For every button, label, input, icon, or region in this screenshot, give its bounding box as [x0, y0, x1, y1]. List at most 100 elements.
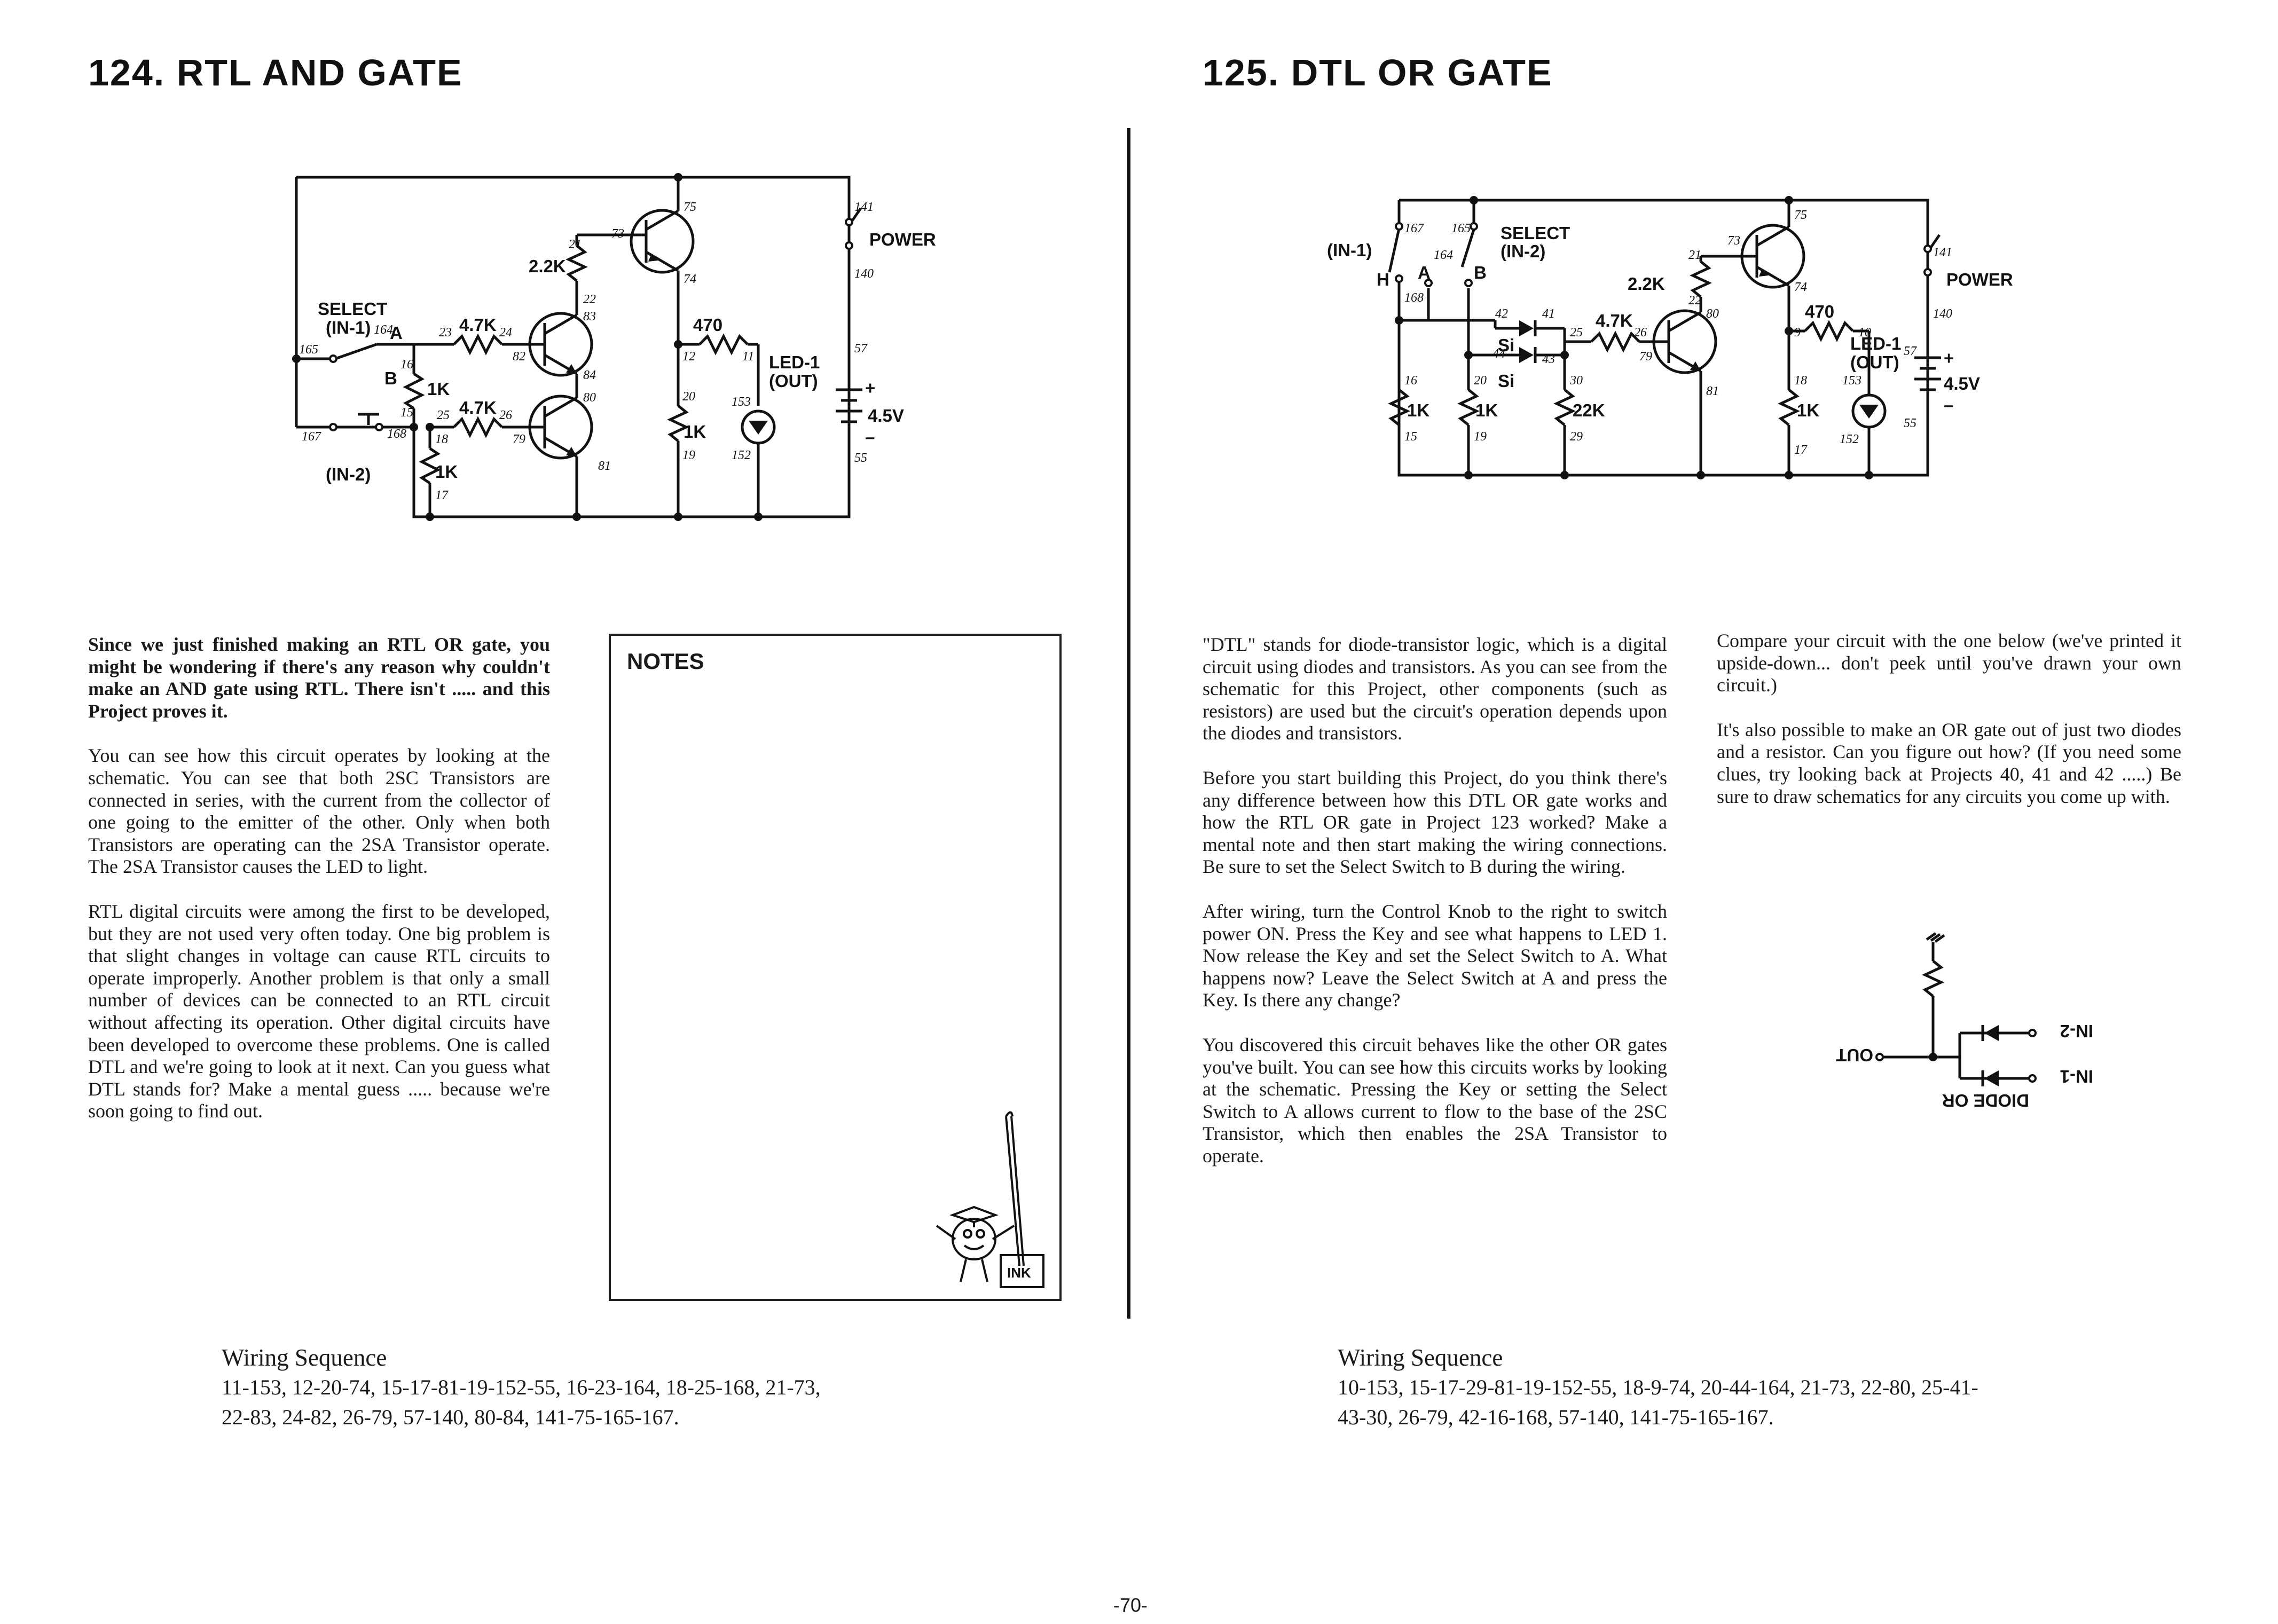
notes-box[interactable]: NOTES INK [609, 634, 1062, 1301]
paragraph: You can see how this circuit operates by… [88, 745, 550, 878]
rtl-r1k-c: 1K [684, 422, 706, 442]
wiring-line: 43-30, 26-79, 42-16-168, 57-140, 141-75-… [1338, 1405, 1774, 1429]
paragraph: "DTL" stands for diode-transistor logic,… [1203, 634, 1667, 744]
node-label: 18 [435, 432, 448, 446]
wiring-title: Wiring Sequence [222, 1344, 387, 1371]
node-label: 167 [302, 430, 321, 444]
diode-or-upside-down-schematic: OUT IN-2 IN-1 DIODE OR [1836, 932, 2093, 1110]
node-label: 75 [684, 200, 696, 214]
rtl-in2-label: (IN-2) [326, 464, 371, 484]
node-label: 41 [1542, 307, 1555, 321]
paragraph: Before you start building this Project, … [1203, 767, 1667, 878]
node-label: 10 [1858, 326, 1871, 340]
node-label: 165 [1451, 222, 1471, 235]
paragraph: It's also possible to make an OR gate ou… [1717, 719, 2181, 807]
node-label: 25 [1570, 326, 1583, 340]
node-label: 153 [1842, 374, 1861, 388]
node-label: 22 [1688, 294, 1701, 308]
diode-or-in1-label: IN-1 [2060, 1067, 2093, 1086]
node-label: 141 [854, 200, 874, 214]
node-label: 74 [1794, 280, 1807, 294]
paragraph: After wiring, turn the Control Knob to t… [1203, 900, 1667, 1011]
node-label: 17 [435, 488, 449, 502]
node-label: 15 [400, 406, 413, 420]
node-label: 57 [854, 342, 868, 356]
node-label: 79 [1639, 350, 1652, 364]
wiring-title: Wiring Sequence [1338, 1344, 1503, 1371]
dtl-or-gate-schematic: (IN-1) H SELECT (IN-2) A B Si Si 4.7K 2.… [1327, 196, 2013, 479]
dtl-h-label: H [1377, 270, 1389, 289]
page-divider [1127, 128, 1130, 1319]
node-label: 57 [1904, 344, 1917, 358]
node-label: 23 [439, 326, 452, 340]
project-124-wiring: Wiring Sequence 11-153, 12-20-74, 15-17-… [222, 1343, 969, 1432]
node-label: 26 [1634, 326, 1647, 340]
rtl-battery-label: 4.5V [868, 406, 904, 425]
project-124-title: 124. RTL AND GATE [88, 52, 463, 93]
dtl-r1k-b: 1K [1475, 400, 1498, 420]
rtl-led-label: LED-1 [769, 352, 820, 372]
project-125-text-col2: Compare your circuit with the one below … [1717, 630, 2181, 830]
node-label: 167 [1404, 222, 1424, 235]
paragraph: Compare your circuit with the one below … [1717, 630, 2181, 696]
rtl-minus: – [865, 427, 875, 447]
rtl-r1k-a: 1K [427, 379, 450, 399]
node-label: 164 [374, 323, 393, 337]
node-label: 26 [499, 408, 512, 422]
node-label: 140 [854, 267, 874, 281]
node-label: 17 [1794, 443, 1808, 457]
rtl-r47k-a: 4.7K [459, 315, 497, 335]
node-label: 20 [1474, 374, 1487, 388]
diode-or-caption: DIODE OR [1942, 1091, 2029, 1110]
node-label: 80 [583, 391, 596, 405]
rtl-b-label: B [384, 368, 397, 388]
notes-label: NOTES [627, 649, 704, 674]
dtl-r1k-c: 1K [1797, 400, 1819, 420]
node-label: 152 [1840, 432, 1859, 446]
node-label: 20 [682, 390, 695, 404]
dtl-si2-label: Si [1498, 371, 1514, 391]
diode-or-out-label: OUT [1836, 1045, 1873, 1065]
dtl-led-label: LED-1 [1850, 334, 1901, 353]
node-label: 165 [299, 343, 318, 357]
node-label: 15 [1404, 430, 1417, 444]
node-label: 21 [569, 238, 582, 251]
node-label: 11 [742, 350, 754, 364]
dtl-plus: + [1944, 348, 1954, 368]
node-label: 80 [1706, 307, 1719, 321]
node-label: 168 [1404, 291, 1424, 305]
node-label: 83 [583, 310, 596, 324]
node-label: 79 [513, 432, 525, 446]
rtl-r22k: 2.2K [529, 256, 566, 276]
rtl-select-label: SELECT [318, 299, 387, 319]
dtl-a-label: A [1418, 263, 1431, 282]
rtl-plus: + [865, 378, 875, 398]
node-label: 16 [400, 358, 413, 372]
pen-and-ink-mascot-icon: INK [936, 1111, 1044, 1288]
rtl-and-gate-schematic: SELECT (IN-1) A B (IN-2) 1K 1K 4.7K 4.7K… [292, 173, 936, 521]
node-label: 22 [583, 293, 596, 306]
dtl-power-label: POWER [1946, 270, 2013, 289]
node-label: 55 [854, 451, 867, 465]
project-125-text-col1: "DTL" stands for diode-transistor logic,… [1203, 634, 1667, 1189]
dtl-r470: 470 [1805, 302, 1834, 321]
node-label: 152 [732, 448, 751, 462]
node-label: 44 [1493, 347, 1505, 361]
node-label: 81 [598, 459, 611, 473]
diode-or-in2-label: IN-2 [2060, 1021, 2093, 1041]
wiring-line: 10-153, 15-17-29-81-19-152-55, 18-9-74, … [1338, 1375, 1978, 1399]
node-label: 81 [1706, 384, 1719, 398]
node-label: 82 [513, 350, 525, 364]
node-label: 140 [1933, 307, 1952, 321]
node-label: 84 [583, 368, 596, 382]
page-number: -70- [1113, 1594, 1148, 1616]
rtl-r47k-b: 4.7K [459, 398, 497, 417]
node-label: 74 [684, 272, 696, 286]
node-label: 9 [1794, 326, 1801, 340]
paragraph: You discovered this circuit behaves like… [1203, 1034, 1667, 1166]
dtl-b-label: B [1474, 263, 1487, 282]
node-label: 16 [1404, 374, 1417, 388]
dtl-r1k-a: 1K [1407, 400, 1429, 420]
node-label: 75 [1794, 208, 1807, 222]
node-label: 55 [1904, 416, 1916, 430]
